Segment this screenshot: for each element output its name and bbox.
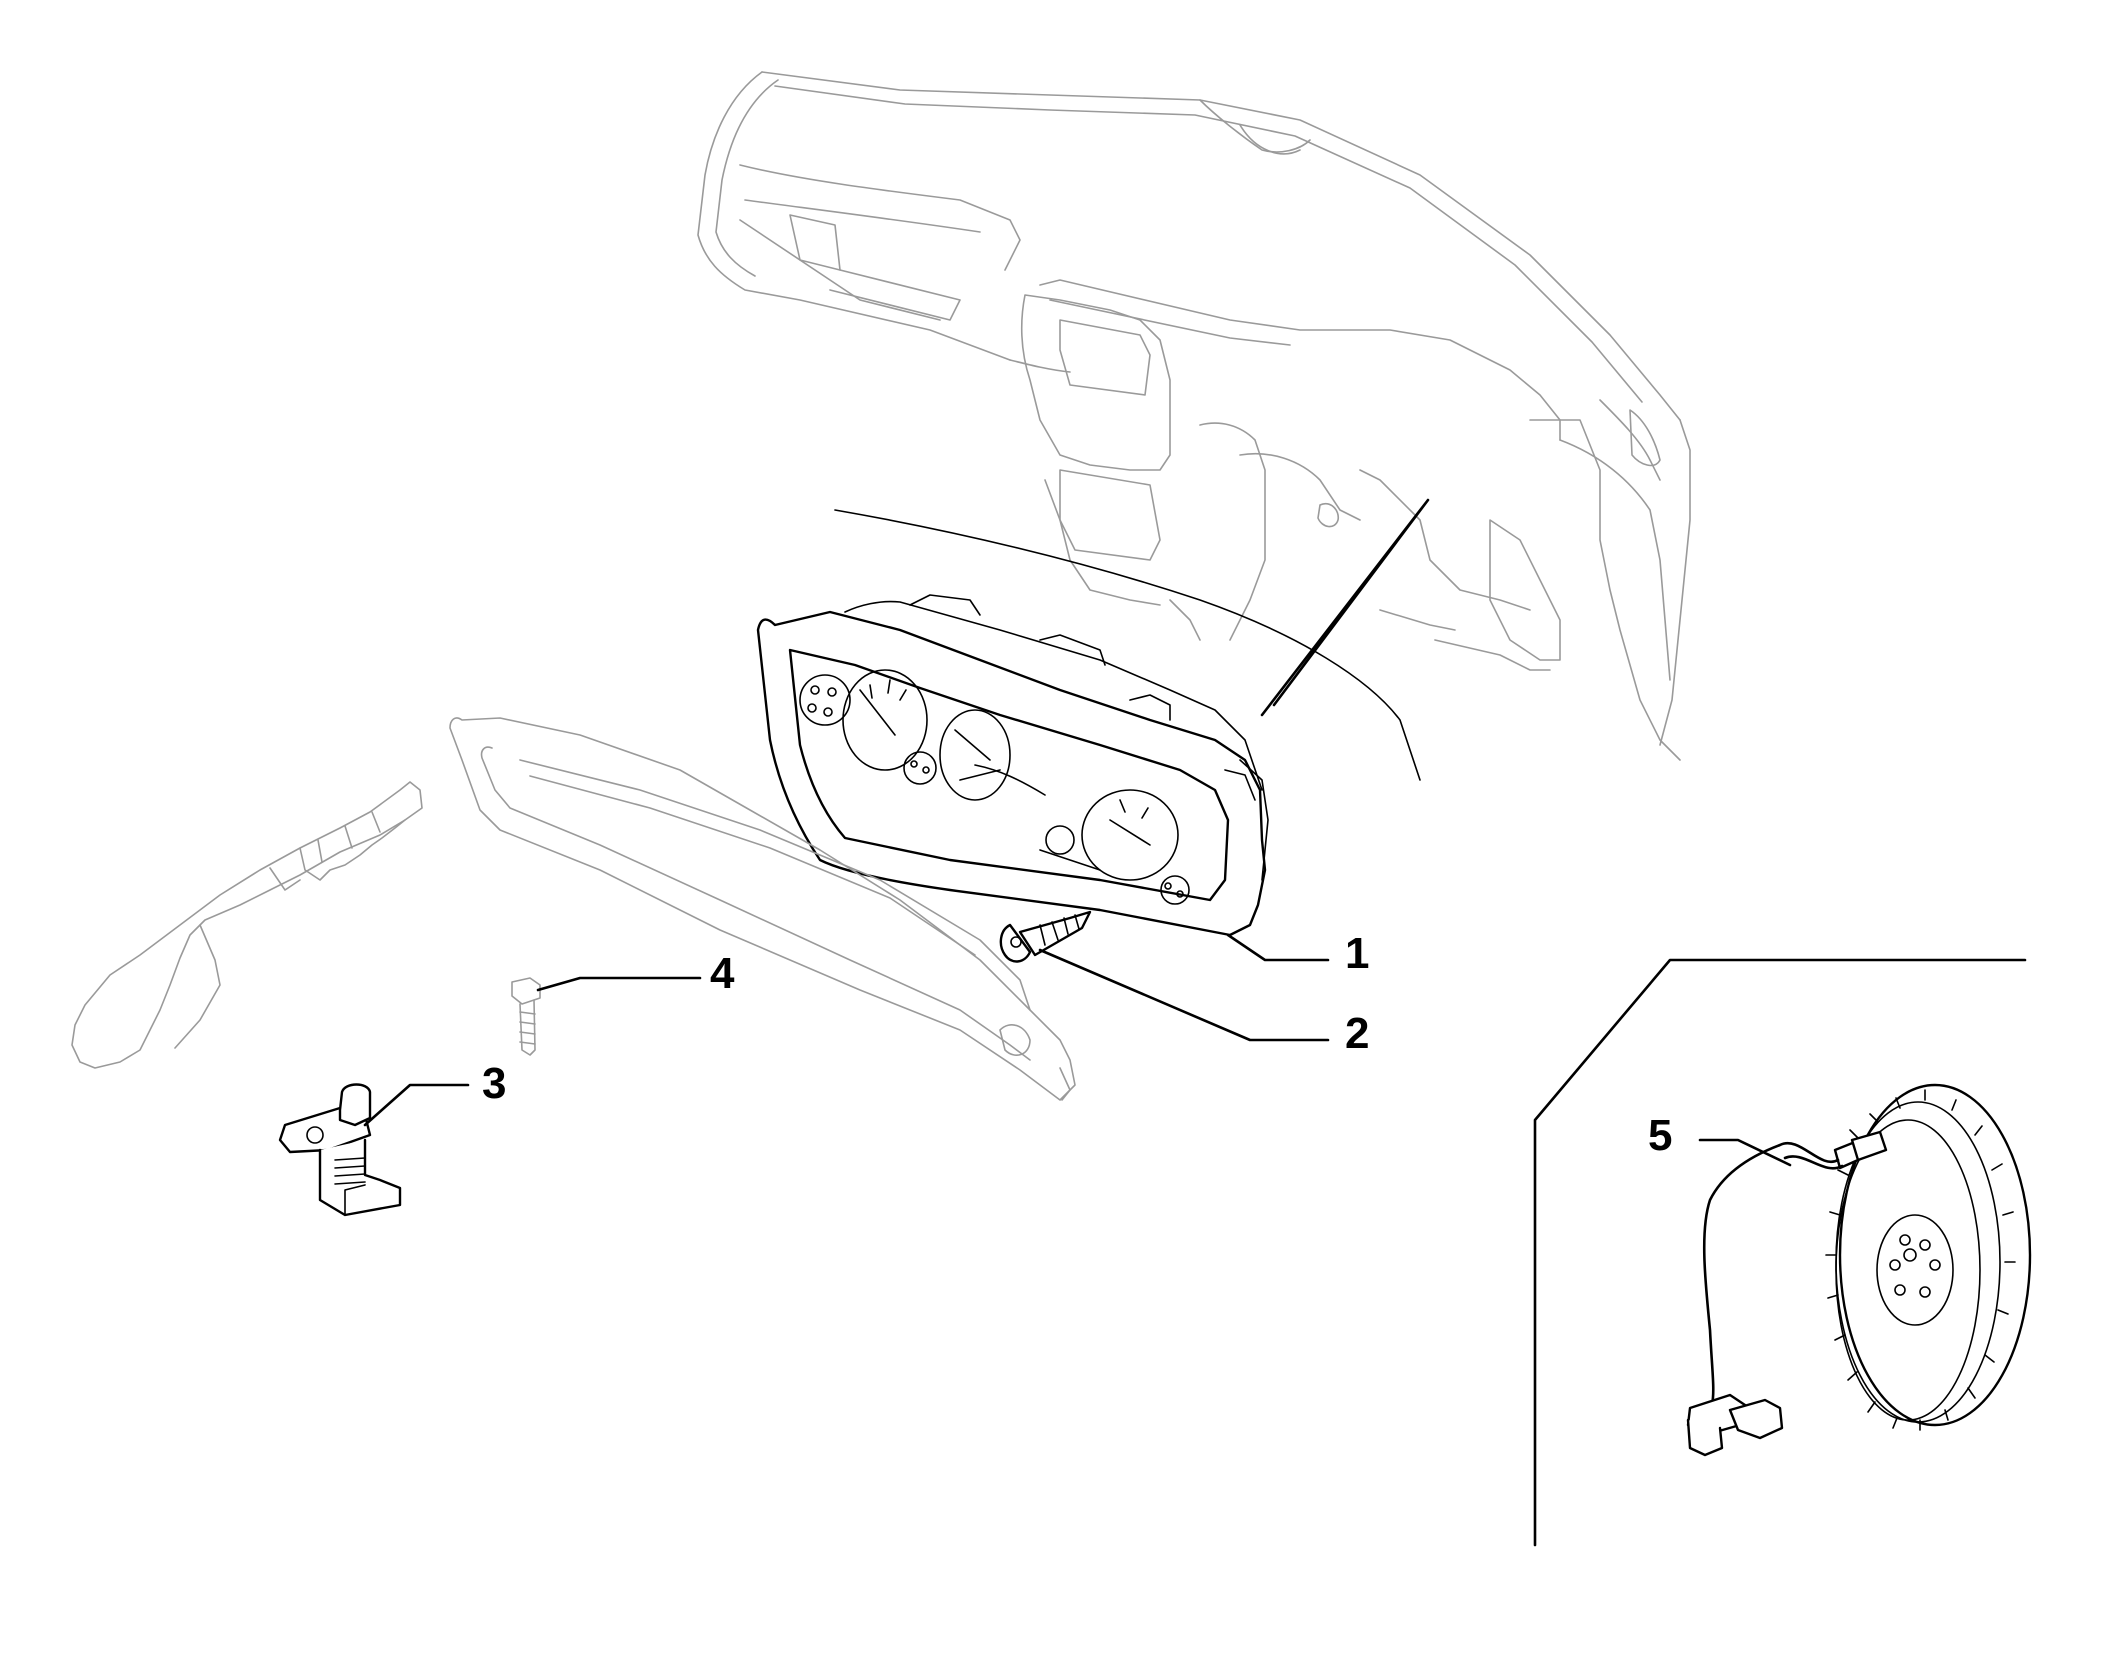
handbrake-switch xyxy=(278,1083,402,1217)
dashboard-outline xyxy=(697,71,1691,761)
leader-cluster-dash xyxy=(1260,498,1430,717)
callout-1: 1 xyxy=(1345,929,1369,978)
hex-bolt xyxy=(511,977,541,1056)
leader-5 xyxy=(1698,1138,1792,1167)
leader-lines xyxy=(363,498,1792,1167)
leader-3 xyxy=(363,1083,470,1127)
instrument-cluster xyxy=(756,509,1421,937)
callout-5: 5 xyxy=(1648,1111,1672,1160)
handbrake-lever xyxy=(71,781,423,1069)
cluster-bezel xyxy=(449,717,1076,1101)
leader-1 xyxy=(1226,933,1330,962)
leader-4 xyxy=(536,976,702,992)
flywheel xyxy=(1825,1083,2032,1431)
callout-4: 4 xyxy=(710,949,735,998)
callout-3: 3 xyxy=(482,1059,506,1108)
speed-sensor xyxy=(1686,1130,1888,1457)
inset-frame xyxy=(1533,958,2027,1547)
callout-2: 2 xyxy=(1345,1009,1369,1058)
tapping-screw xyxy=(999,910,1092,963)
leader-2 xyxy=(1038,948,1330,1042)
